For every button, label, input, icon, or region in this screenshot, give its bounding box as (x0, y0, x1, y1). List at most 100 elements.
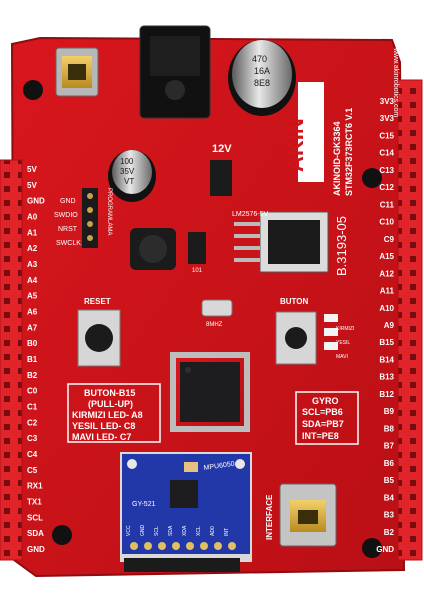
right-header (397, 79, 423, 561)
pin-label: RX1 (27, 482, 43, 491)
crystal (201, 299, 233, 317)
akin-logo: AKIN (283, 82, 324, 182)
svg-text:XCL: XCL (196, 526, 202, 536)
pin-label: GND (376, 545, 394, 554)
right-pin-labels: 3V33V3C15C14C13C12C11C10C9A15A12A11A10A9… (376, 97, 394, 554)
pin-label: TX1 (27, 498, 42, 507)
pin-label: A3 (27, 260, 38, 269)
programmer-label: PROGRAMLAMA (106, 188, 112, 235)
pin-label: B15 (379, 338, 394, 347)
pin-label: B12 (379, 390, 394, 399)
svg-text:GYRO: GYRO (312, 396, 339, 406)
prog-pin-label: SWCLK (56, 240, 81, 247)
led-label: KIRMIZI (336, 326, 354, 332)
pin-label: C15 (379, 131, 394, 140)
svg-text:BUTON-B15: BUTON-B15 (84, 388, 135, 398)
info-box-left: BUTON-B15 (PULL-UP) KIRMIZI LED- A8 YESI… (67, 383, 161, 443)
mount-hole (362, 538, 382, 558)
led-label: YESIL (336, 340, 350, 346)
pin-label: C5 (27, 466, 38, 475)
usb-port-top[interactable] (55, 47, 99, 97)
pin-label: 3V3 (380, 97, 395, 106)
gyro-pin-labels: VCC GND SCL SDA XDA XCL AD0 INT (126, 525, 230, 537)
led-red (324, 314, 338, 322)
svg-text:(PULL-UP): (PULL-UP) (88, 399, 133, 409)
model-line2: STM32F373RCT6 V.1 (344, 108, 354, 196)
pin-label: A9 (384, 321, 395, 330)
diode (210, 160, 232, 196)
svg-text:VT: VT (124, 177, 134, 186)
pin-label: 5V (27, 181, 37, 190)
capacitor-large: 470 16A 8E8 (228, 40, 296, 116)
gyro-pin-header (124, 558, 240, 572)
pin-label: A11 (380, 287, 395, 296)
led-green (324, 328, 338, 336)
svg-text:100: 100 (120, 157, 134, 166)
user-button[interactable] (275, 311, 317, 365)
pin-label: C12 (379, 183, 394, 192)
pin-label: B4 (384, 493, 395, 502)
gyro-label: GY-521 (132, 501, 156, 508)
pin-label: C2 (27, 418, 38, 427)
user-button-label: BUTON (280, 297, 309, 306)
led-label: MAVI (336, 354, 348, 360)
svg-text:AKIN: AKIN (283, 118, 308, 172)
svg-text:INT: INT (224, 528, 230, 536)
inductor (130, 228, 176, 270)
pin-label: C11 (380, 200, 395, 209)
svg-text:8E8: 8E8 (254, 78, 270, 88)
programmer-header[interactable] (82, 188, 98, 248)
pin-label: B9 (384, 407, 395, 416)
smd-part (188, 232, 206, 264)
mount-hole (23, 80, 43, 100)
svg-text:KIRMIZI LED- A8: KIRMIZI LED- A8 (72, 410, 143, 420)
regulator-label: LM2576-5V (232, 211, 269, 218)
pin-label: SCL (27, 513, 43, 522)
gyro-pin-row (130, 542, 236, 550)
pin-label: C14 (379, 149, 394, 158)
pin-label: B13 (379, 373, 394, 382)
pin-label: B7 (384, 442, 395, 451)
svg-text:GND: GND (140, 525, 146, 537)
pin-label: C4 (27, 450, 38, 459)
pin-label: A1 (27, 228, 38, 237)
reset-button[interactable] (77, 309, 121, 367)
svg-text:SCL: SCL (154, 526, 160, 536)
prog-pin-label: NRST (58, 226, 78, 233)
pin-label: SDA (27, 529, 44, 538)
pin-label: B2 (384, 528, 395, 537)
svg-text:AD0: AD0 (210, 526, 216, 536)
mount-hole (52, 525, 72, 545)
svg-text:35V: 35V (120, 167, 135, 176)
pin-label: C1 (27, 403, 38, 412)
pin-label: A5 (27, 292, 38, 301)
pin-label: C9 (384, 235, 395, 244)
pin-label: B5 (384, 476, 395, 485)
left-header (0, 159, 23, 561)
pin-label: B3 (384, 511, 395, 520)
reset-label: RESET (84, 297, 111, 306)
interface-label: INTERFACE (265, 494, 274, 540)
svg-text:470: 470 (252, 54, 267, 64)
voltage-regulator (234, 211, 329, 273)
prog-pin-label: GND (60, 198, 76, 205)
pin-label: C0 (27, 387, 38, 396)
power-label: 12V (212, 143, 232, 155)
pin-label: B1 (27, 355, 38, 364)
model-line1: AKINOID-GK3364 (332, 121, 342, 196)
pin-label: B8 (384, 424, 395, 433)
svg-text:VCC: VCC (126, 525, 132, 536)
pin-label: A0 (27, 213, 38, 222)
usb-port-bottom[interactable] (279, 483, 337, 547)
svg-text:INT=PE8: INT=PE8 (302, 431, 339, 441)
svg-text:MAVI LED- C7: MAVI LED- C7 (72, 432, 131, 442)
svg-text:SDA: SDA (168, 525, 174, 536)
pin-label: A15 (379, 252, 394, 261)
pin-label: B14 (379, 355, 394, 364)
pin-label: A2 (27, 244, 38, 253)
dc-power-jack[interactable] (139, 25, 211, 119)
pin-label: C10 (379, 218, 394, 227)
pin-label: C3 (27, 434, 38, 443)
info-box-right: GYRO SCL=PB6 SDA=PB7 INT=PE8 (295, 391, 359, 445)
